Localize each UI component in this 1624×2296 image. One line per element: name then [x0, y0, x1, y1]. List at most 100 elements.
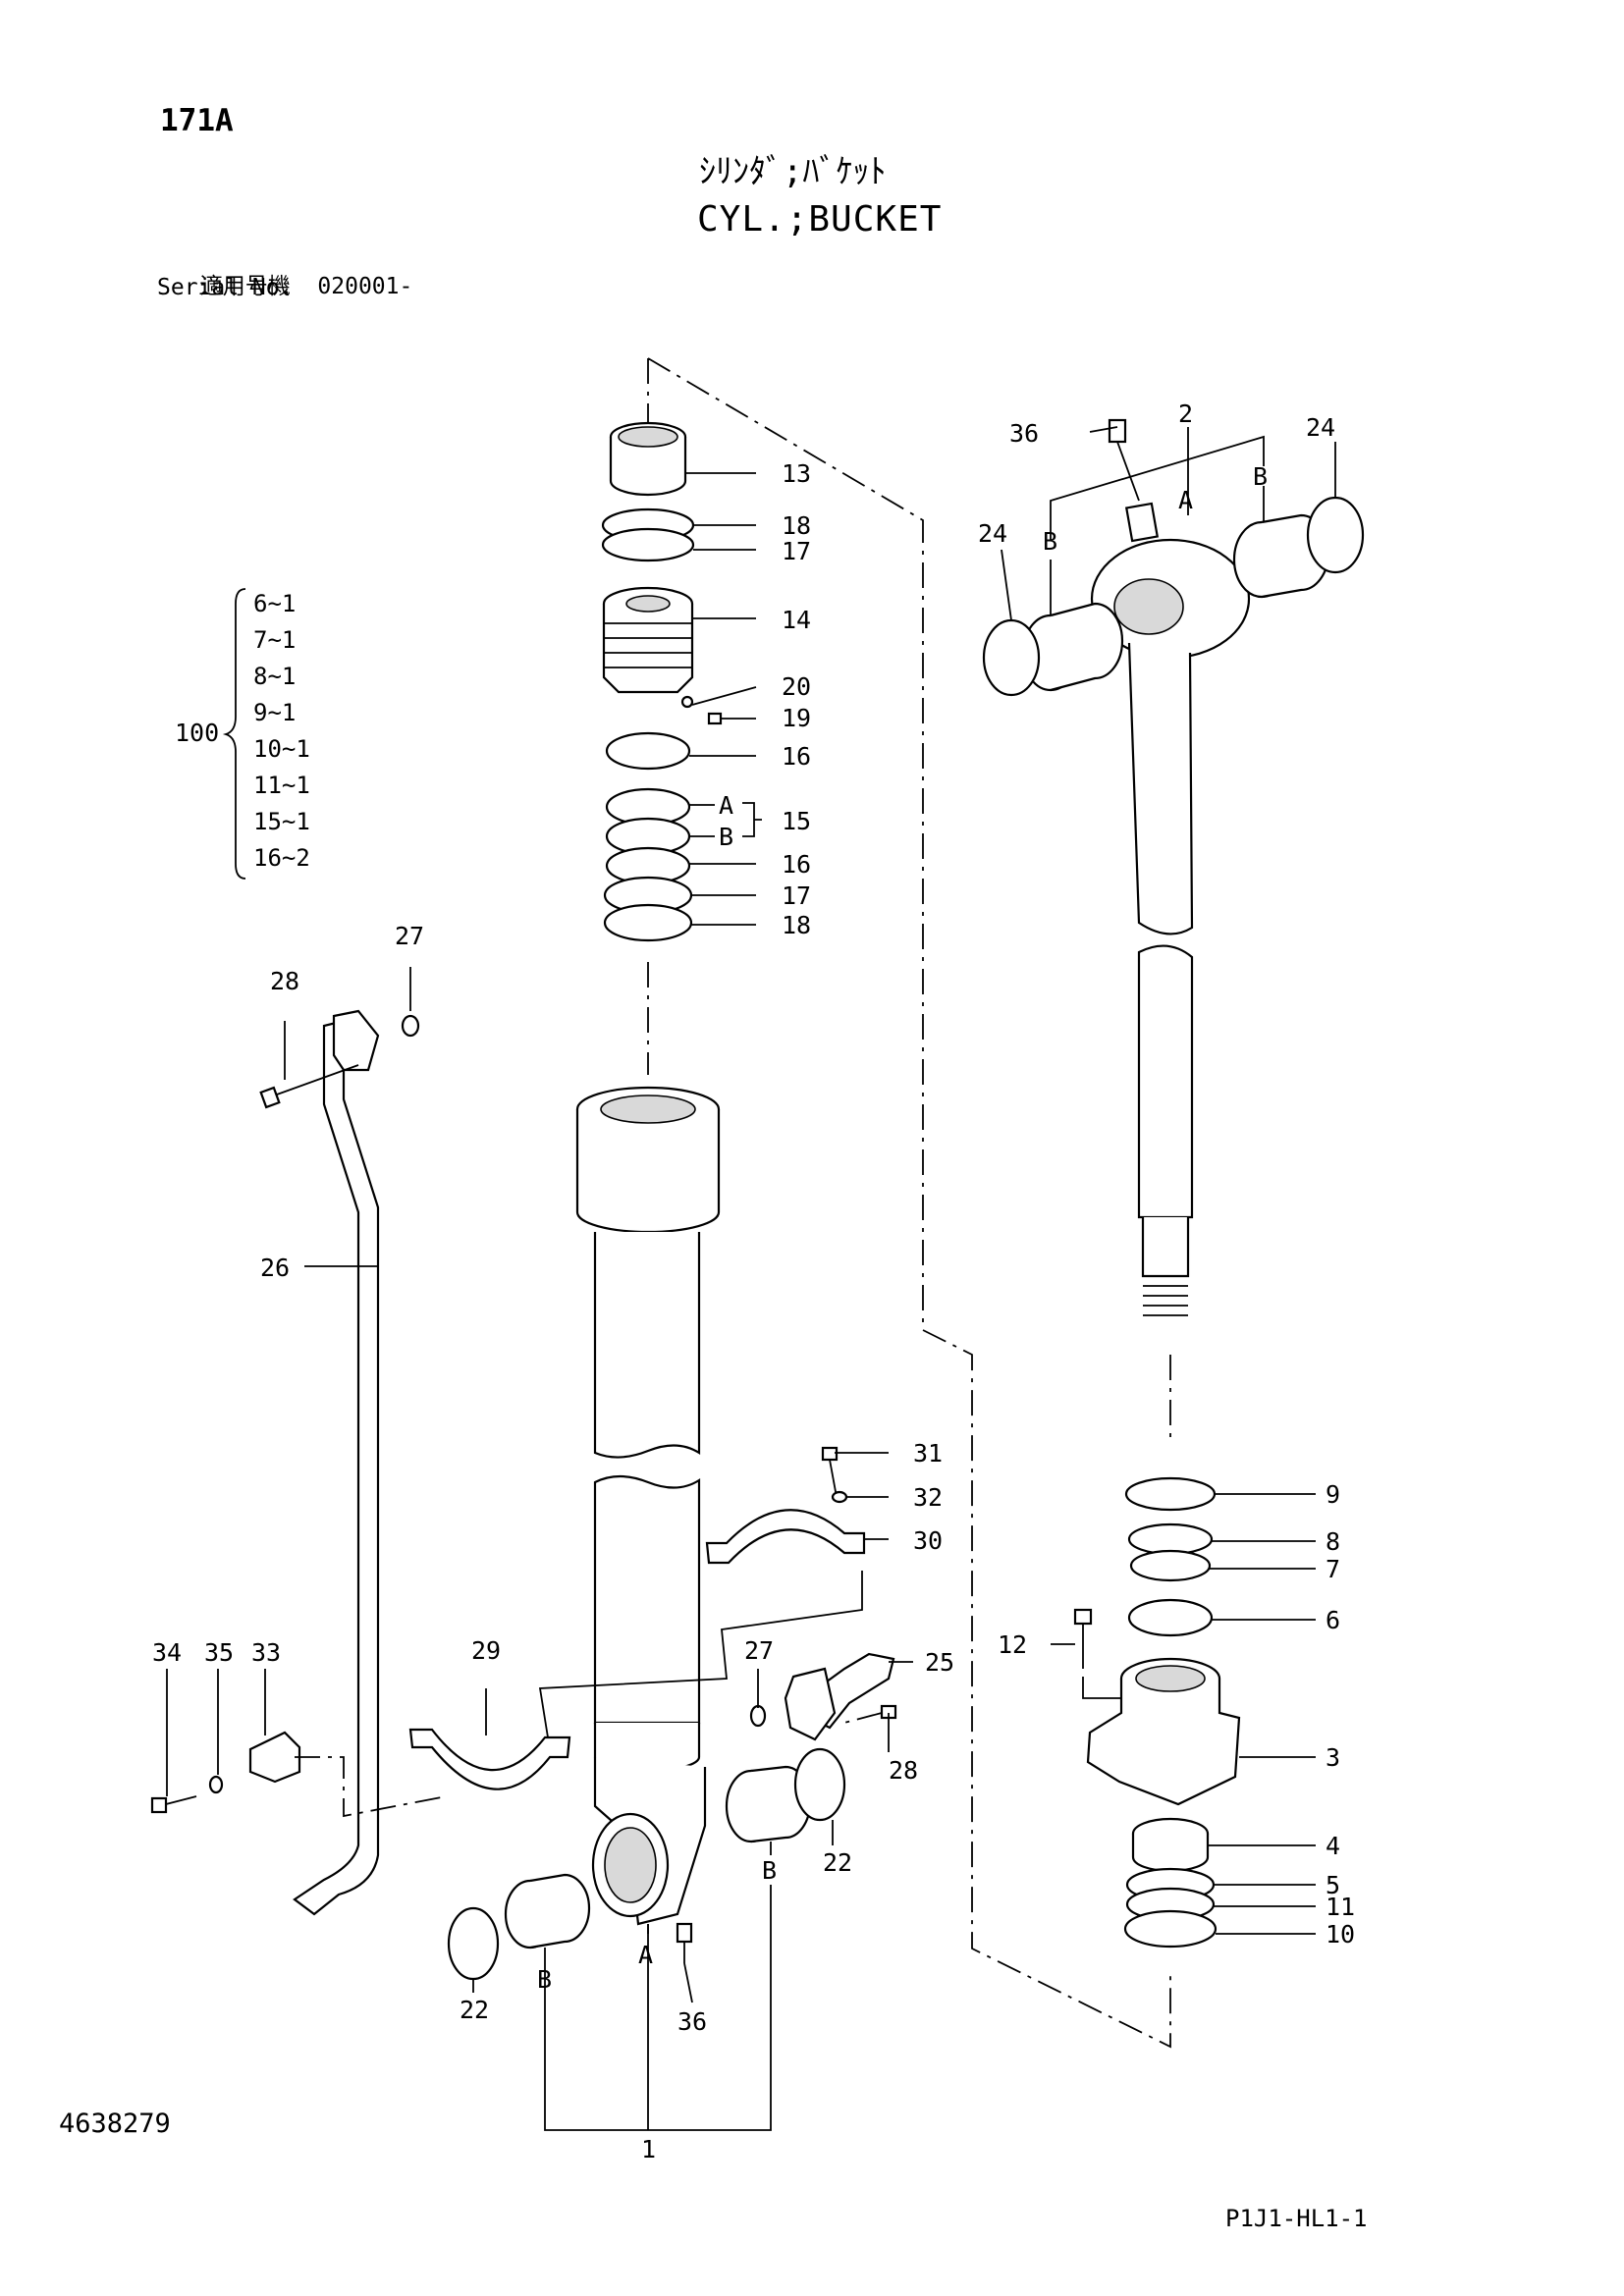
bolt-12 [1073, 1608, 1124, 1699]
callout-32: 32 [913, 1483, 943, 1512]
callout-36: 36 [677, 2007, 707, 2036]
callout-31: 31 [913, 1439, 943, 1468]
callout-15: 15 [782, 807, 811, 835]
flange-25 [784, 1667, 837, 1741]
callout-b: B [719, 823, 733, 851]
bolt-28-upper [259, 1064, 359, 1109]
callout-17: 17 [782, 881, 811, 910]
seal-24-left [982, 618, 1041, 697]
callout-2: 2 [1178, 400, 1193, 428]
callout-25: 25 [925, 1648, 954, 1677]
callout-a: A [1178, 486, 1193, 514]
callout-b: B [537, 1965, 552, 1994]
callout-b: B [762, 1856, 777, 1885]
kit-item: 9~1 [253, 699, 297, 726]
seal-22-right [793, 1747, 846, 1822]
callout-24: 24 [978, 519, 1007, 548]
serial-applicability: 適用号機 020001- [173, 253, 413, 299]
serial-label-en: Serial No. [157, 275, 294, 300]
callout-9: 9 [1326, 1480, 1340, 1509]
callout-8: 8 [1326, 1527, 1340, 1556]
callout-3: 3 [1326, 1743, 1340, 1772]
kit-item: 6~1 [253, 590, 297, 617]
callout-33: 33 [251, 1638, 281, 1667]
callout-b: B [1043, 527, 1057, 556]
callout-35: 35 [204, 1638, 234, 1667]
kit-item: 16~2 [253, 844, 310, 872]
washer-32 [831, 1490, 848, 1504]
bolt-34 [150, 1795, 197, 1814]
band-29 [408, 1728, 571, 1790]
leader-30-29 [538, 1571, 863, 1738]
cylinder-tube [575, 1086, 721, 1926]
seal-22-left [447, 1906, 500, 1981]
o-ring-16 [605, 731, 691, 771]
clamp-33 [248, 1731, 301, 1784]
callout-a: A [638, 1941, 653, 1969]
title-japanese: ｼﾘﾝﾀﾞ;ﾊﾞｹｯﾄ [699, 152, 887, 191]
callout-28: 28 [270, 967, 299, 995]
screw-19 [707, 712, 723, 725]
callout-5: 5 [1326, 1871, 1340, 1899]
document-number: 4638279 [59, 2109, 171, 2139]
callout-30: 30 [913, 1526, 943, 1555]
flange-27-28-upper [332, 1009, 380, 1072]
kit-item: 7~1 [253, 626, 297, 654]
leader-2 [1050, 427, 1265, 540]
callout-18: 18 [782, 511, 811, 540]
kit-brace [222, 588, 246, 880]
callout-18: 18 [782, 911, 811, 939]
callout-36: 36 [1009, 419, 1039, 448]
kit-code: 100 [175, 719, 220, 747]
serial-range: 020001- [317, 274, 413, 299]
callout-12: 12 [998, 1630, 1027, 1659]
kit-item: 8~1 [253, 663, 297, 690]
bushing-4-rings-5-11-10 [1123, 1817, 1218, 1949]
callout-11: 11 [1326, 1893, 1355, 1921]
seal-rings-15-16-17-18 [603, 787, 693, 942]
serial-label-jp: 適用号機 [199, 274, 291, 299]
seal-24-right [1306, 496, 1365, 574]
page-code: 171A [160, 103, 234, 138]
callout-14: 14 [782, 606, 811, 634]
callout-16: 16 [782, 742, 811, 771]
kit-item: 11~1 [253, 772, 310, 799]
callout-20: 20 [782, 672, 811, 701]
callout-16: 16 [782, 850, 811, 879]
seal-rings-9-8-7-6 [1124, 1476, 1217, 1637]
bushing-b-left [504, 1873, 591, 1949]
pipe-26 [293, 1019, 380, 1916]
callout-13: 13 [782, 459, 811, 488]
ring-18-17-upper [601, 507, 695, 562]
piston-14 [602, 586, 694, 694]
piston-rod-2 [1090, 502, 1251, 1316]
callout-1: 1 [641, 2135, 656, 2163]
kit-item: 10~1 [253, 735, 310, 763]
callout-34: 34 [152, 1638, 182, 1667]
bushing-13 [609, 421, 687, 497]
o-ring-27-lower [749, 1704, 767, 1728]
callout-26: 26 [260, 1254, 290, 1282]
callout-a: A [719, 791, 733, 820]
callout-b: B [1253, 462, 1268, 491]
leader-1 [544, 1885, 772, 2131]
callout-17: 17 [782, 537, 811, 565]
grease-fitting-36-upper [1108, 418, 1140, 502]
band-30 [705, 1509, 866, 1565]
callout-22: 22 [460, 1996, 489, 2024]
callout-29: 29 [471, 1636, 501, 1665]
leader-lines [166, 426, 1336, 2003]
ball-20 [680, 695, 694, 709]
kit-item: 15~1 [253, 808, 310, 835]
callout-27: 27 [744, 1636, 774, 1665]
callout-22: 22 [823, 1848, 852, 1877]
bolt-31 [821, 1446, 839, 1498]
grease-fitting-36-lower [676, 1922, 693, 1963]
callout-19: 19 [782, 704, 811, 732]
washer-35 [208, 1775, 224, 1794]
callout-24: 24 [1306, 413, 1335, 442]
drawing-code: P1J1-HL1-1 [1225, 2205, 1368, 2232]
callout-28: 28 [889, 1756, 918, 1785]
callout-4: 4 [1326, 1832, 1340, 1860]
